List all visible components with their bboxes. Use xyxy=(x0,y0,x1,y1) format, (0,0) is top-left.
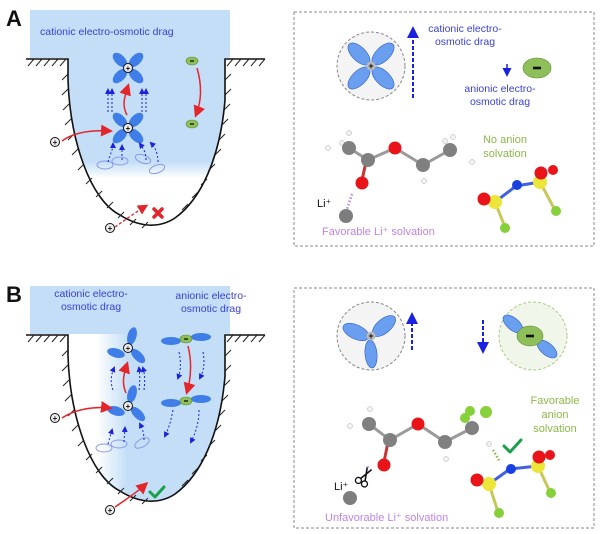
green-check-icon xyxy=(148,485,166,499)
inset-a-anion-drag-label-2: osmotic drag xyxy=(469,96,531,108)
svg-text:+: + xyxy=(126,124,131,133)
inset-a-anion-solvation-label-1: No anion xyxy=(482,134,528,146)
free-cation-a-1: + xyxy=(50,137,60,147)
svg-text:+: + xyxy=(368,61,373,71)
pore-diagram-b: + + + + xyxy=(26,286,266,515)
svg-text:+: + xyxy=(108,506,113,515)
cation-entry-path-a xyxy=(61,124,113,142)
svg-text:+: + xyxy=(108,224,113,233)
inset-b-li-label: Li⁺ xyxy=(334,481,349,493)
pore-label-a: cationic electro-osmotic drag xyxy=(40,26,174,38)
free-solvent-a xyxy=(96,153,166,175)
pore-label-b-cation-2: osmotic drag xyxy=(60,301,122,313)
anion-top-a xyxy=(185,56,199,66)
electrolyte-top-a xyxy=(30,10,230,58)
svg-text:+: + xyxy=(126,64,131,73)
li-coordination-dots-a xyxy=(345,193,354,210)
anion-path-b xyxy=(183,345,196,395)
inset-b-anion-solvation-label-2: anion xyxy=(541,409,569,421)
solvated-anion-inset-b xyxy=(502,314,558,359)
cation-path-up-b xyxy=(118,361,130,394)
green-check-icon xyxy=(502,438,523,454)
svg-text:+: + xyxy=(126,344,131,353)
tfsi-anion-a xyxy=(477,165,561,233)
solvated-li-inset-b: + xyxy=(342,315,396,369)
solvated-cation-top-b: + xyxy=(107,327,146,364)
solvated-cation-mid-b: + xyxy=(107,385,146,422)
pore-fill-b xyxy=(68,334,225,502)
solvated-cation-mid-a: + xyxy=(112,112,144,144)
electrolyte-top-b xyxy=(30,286,230,334)
cation-allowed-path-b xyxy=(114,481,149,508)
scissors-icon xyxy=(354,466,373,488)
panel-letter-b: B xyxy=(6,282,22,307)
inset-a: + xyxy=(293,11,595,247)
cation-entry-path-b xyxy=(61,401,113,419)
inset-b-anion-solvation-label-3: solvation xyxy=(533,423,577,435)
free-cation-b-2: + xyxy=(105,505,115,515)
svg-text:+: + xyxy=(368,331,373,341)
inset-a-anion-solvation-label-2: solvation xyxy=(483,148,527,160)
inset-a-solvation-label: Favorable Li⁺ solvation xyxy=(322,226,435,238)
cation-drag-arrows-b xyxy=(107,366,147,445)
inset-a-anion-drag-label-1: anionic electro- xyxy=(464,83,536,95)
wall-hatching-a xyxy=(27,58,266,229)
cation-path-up-a xyxy=(119,83,131,116)
inset-a-cation-drag-label-1: cationic electro- xyxy=(428,23,502,35)
inset-b: + xyxy=(293,287,595,529)
ethyl-acetate-molecule xyxy=(325,130,475,190)
inset-a-li-label: Li⁺ xyxy=(317,198,332,210)
fluorinated-ester-molecule xyxy=(347,406,492,472)
anion-bottom-a xyxy=(185,119,199,129)
tfsi-anion-b xyxy=(470,450,556,518)
svg-text:+: + xyxy=(53,138,58,147)
anion-path-a xyxy=(193,67,205,118)
svg-text:+: + xyxy=(126,402,131,411)
solvated-li-inset-a: + xyxy=(347,42,395,90)
pore-label-b-anion-2: osmotic drag xyxy=(180,303,242,315)
inset-b-anion-solvation-label-1: Favorable xyxy=(530,395,580,407)
li-ion-b xyxy=(343,491,357,505)
free-cation-a-2: + xyxy=(105,223,115,233)
solvated-anion-top-b xyxy=(161,333,211,345)
anion-drag-arrows-b xyxy=(164,351,205,444)
wall-hatching-b xyxy=(27,334,266,505)
pore-label-b-anion-1: anionic electro- xyxy=(175,290,247,302)
pore-diagram-a: + + + + xyxy=(26,10,266,233)
inset-a-cation-drag-label-2: osmotic drag xyxy=(434,36,496,48)
hbond-anion-dots xyxy=(491,449,502,463)
free-solvent-b xyxy=(95,437,150,453)
red-cross-icon xyxy=(152,207,164,219)
svg-text:+: + xyxy=(53,414,58,423)
anion-inset-a xyxy=(522,57,552,79)
pore-label-b-cation-1: cationic electro- xyxy=(54,288,128,300)
solvated-cation-top-a: + xyxy=(112,52,144,84)
solvated-anion-bottom-b xyxy=(161,395,211,407)
pore-fill-a xyxy=(68,58,225,226)
li-ion-a xyxy=(339,209,353,223)
inset-b-solvation-label: Unfavorable Li⁺ solvation xyxy=(325,512,449,524)
cation-drag-arrows-a xyxy=(105,88,159,163)
free-cation-b-1: + xyxy=(50,413,60,423)
panel-letter-a: A xyxy=(6,6,22,31)
